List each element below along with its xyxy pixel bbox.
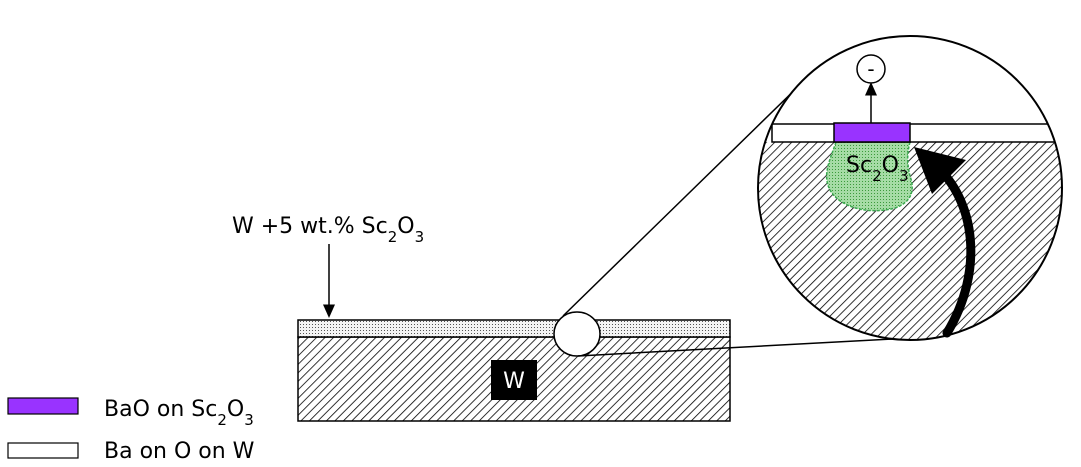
zoom-connector-bottom bbox=[577, 335, 949, 357]
legend-swatch-bao bbox=[7, 397, 79, 415]
scandia-coating-layer bbox=[297, 319, 731, 338]
composition-label: W +5 wt.% Sc2O3 bbox=[232, 214, 424, 246]
zoom-view bbox=[758, 36, 1062, 340]
diffusion-arrow-head bbox=[914, 147, 966, 194]
magnifier-spot bbox=[553, 311, 601, 357]
oxide-label: Sc2O3 bbox=[846, 153, 908, 185]
substrate-label: W bbox=[503, 369, 525, 394]
substrate-label-box bbox=[491, 360, 537, 400]
bao-layer bbox=[833, 122, 911, 143]
zoom-connector-top bbox=[562, 74, 811, 317]
legend-label-ba: Ba on O on W bbox=[104, 439, 255, 464]
diffusion-arrow-shaft bbox=[930, 160, 976, 338]
zoom-circle-border bbox=[757, 35, 1063, 341]
legend-swatch-ba bbox=[7, 442, 79, 459]
ba-o-w-layer bbox=[771, 123, 1058, 143]
legend-label-bao: BaO on Sc2O3 bbox=[104, 397, 254, 429]
scandia-grain bbox=[825, 141, 913, 212]
electron-label: - bbox=[867, 57, 874, 81]
electron-circle bbox=[856, 54, 886, 84]
